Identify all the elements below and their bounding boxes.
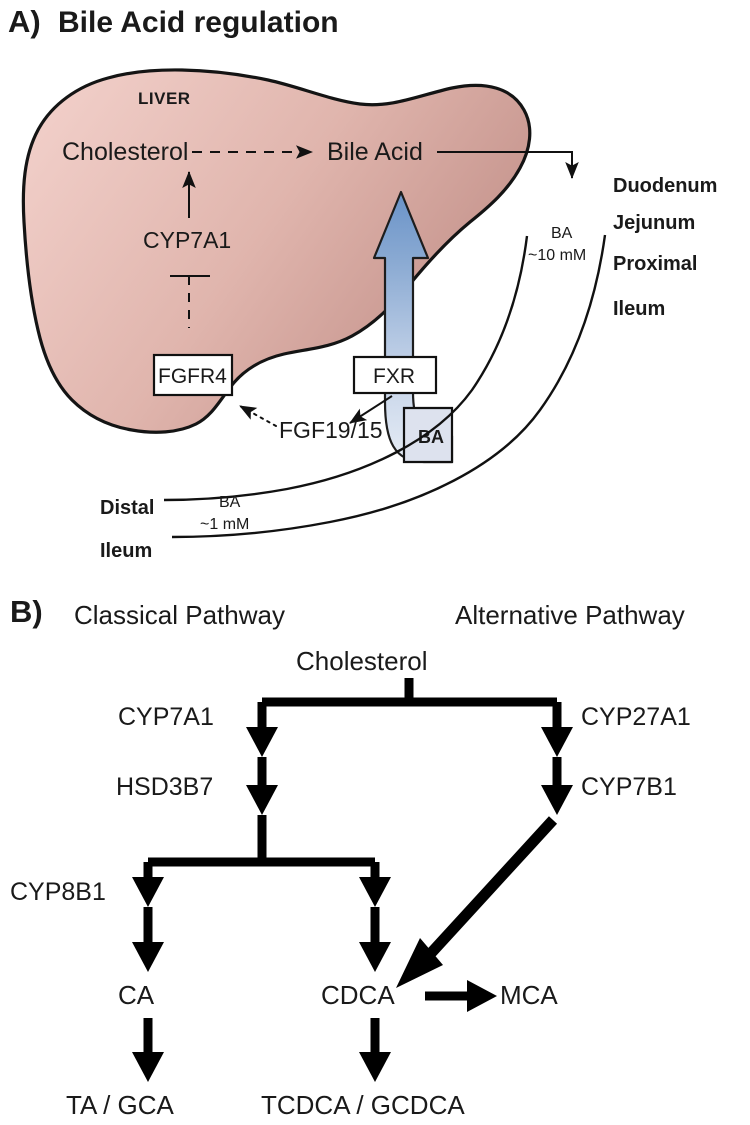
cholesterol-node-b: Cholesterol	[296, 646, 428, 676]
fxr-box	[352, 355, 438, 395]
panel-a: A) Bile Acid regulation LIVER Cholestero…	[8, 4, 717, 562]
cyp7b1-label: CYP7B1	[581, 773, 677, 801]
gut-label-proximal: Proximal	[613, 253, 697, 275]
distal-ileum-label: Ileum	[100, 540, 152, 562]
cdca-node: CDCA	[321, 980, 395, 1010]
gut-label-ileum: Ileum	[613, 298, 665, 320]
alternative-to-cdca-line	[417, 816, 558, 967]
cdca-conjugates-node: TCDCA / GCDCA	[261, 1090, 465, 1120]
fxr-label: FXR	[373, 365, 415, 388]
cyp27a1-label: CYP27A1	[581, 703, 691, 731]
cyp27a1-arrowhead	[541, 727, 573, 757]
ca-arrowhead	[132, 942, 164, 972]
classical-pathway-title: Classical Pathway	[74, 600, 285, 630]
ba-concentration-upper-value: ~10 mM	[528, 247, 586, 264]
distal-label: Distal	[100, 497, 154, 519]
panel-a-letter: A)	[8, 4, 41, 39]
intestine-outer-curve	[171, 234, 607, 539]
ba-box	[402, 406, 454, 464]
panel-a-title: Bile Acid regulation	[58, 6, 339, 39]
alternative-pathway-title: Alternative Pathway	[455, 600, 685, 630]
intestine-inner-curve	[163, 235, 529, 502]
cyp7a1-label-b: CYP7A1	[118, 703, 214, 731]
ca-conjugates-node: TA / GCA	[66, 1090, 175, 1120]
cdca-branch-arrowhead	[359, 877, 391, 907]
cyp8b1-arrowhead	[132, 877, 164, 907]
panel-b-letter: B)	[10, 594, 43, 629]
cyp7a1-arrowhead	[246, 727, 278, 757]
gut-label-duodenum: Duodenum	[613, 175, 717, 197]
cyp8b1-label: CYP8B1	[10, 878, 106, 906]
mca-node: MCA	[500, 980, 558, 1010]
cholesterol-node-a: Cholesterol	[62, 138, 188, 166]
liver-shape	[21, 68, 532, 434]
fgf-to-fgfr4-arrow	[239, 405, 277, 427]
panel-b: B) Classical Pathway Alternative Pathway…	[10, 594, 691, 1120]
bile-acid-node: Bile Acid	[327, 138, 423, 166]
ba-concentration-lower-value: ~1 mM	[200, 516, 249, 533]
ba-concentration-lower-name: BA	[219, 494, 241, 511]
cdca-to-mca-arrowhead	[467, 980, 497, 1012]
cdca-arrowhead	[359, 942, 391, 972]
cyp7a1-label-a: CYP7A1	[143, 227, 231, 253]
fgfr4-label: FGFR4	[158, 365, 227, 388]
hsd3b7-arrowhead	[246, 785, 278, 815]
cdca-to-conjugate-arrowhead	[359, 1052, 391, 1082]
liver-text-label: LIVER	[138, 89, 191, 108]
cyp7b1-arrowhead	[541, 785, 573, 815]
ca-node: CA	[118, 980, 155, 1010]
ba-concentration-upper-name: BA	[551, 225, 573, 242]
fxr-to-fgf-arrow	[349, 395, 393, 424]
bileacid-to-duodenum-arrow	[437, 151, 579, 179]
fgf-label: FGF19/15	[279, 417, 383, 443]
gut-label-jejunum: Jejunum	[613, 212, 695, 234]
hsd3b7-label: HSD3B7	[116, 773, 213, 801]
ca-to-conjugate-arrowhead	[132, 1052, 164, 1082]
fgfr4-box	[152, 353, 234, 397]
alternative-to-cdca-arrowhead	[396, 938, 443, 988]
ba-box-label: BA	[418, 427, 444, 447]
